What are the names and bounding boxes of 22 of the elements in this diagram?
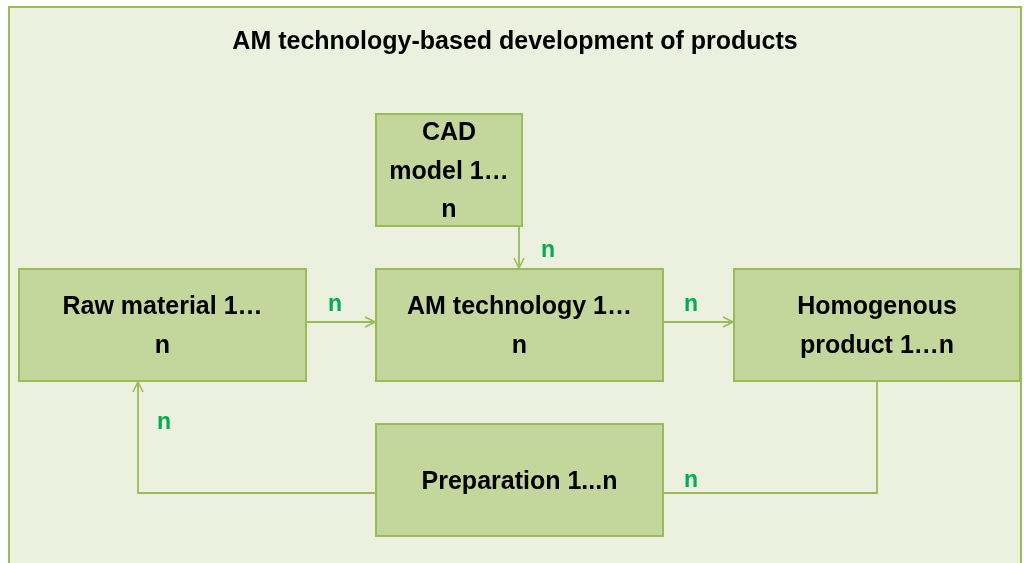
arrow <box>663 316 734 328</box>
process-box <box>375 268 664 382</box>
arrow <box>513 226 525 269</box>
box-label: Homogenous product 1…n <box>796 290 958 360</box>
process-box <box>375 423 664 537</box>
diagram-heading: AM technology-based development of products <box>231 26 799 55</box>
process-box <box>375 113 523 227</box>
process-box <box>18 268 307 382</box>
edge-label: n <box>328 292 343 315</box>
box-label: AM technology 1…n <box>406 290 633 360</box>
process-box <box>733 268 1021 382</box>
connector-line <box>663 381 878 494</box>
edge-label: n <box>541 238 556 261</box>
edge-label: n <box>684 292 699 315</box>
edge-label: n <box>157 410 172 433</box>
box-label: CAD model 1…n <box>388 115 510 225</box>
edge-label: n <box>684 468 699 491</box>
container-panel <box>8 6 1022 563</box>
arrow <box>132 381 376 494</box>
box-label: Raw material 1…n <box>61 290 264 360</box>
arrow <box>306 316 376 328</box>
box-label: Preparation 1...n <box>421 464 618 496</box>
